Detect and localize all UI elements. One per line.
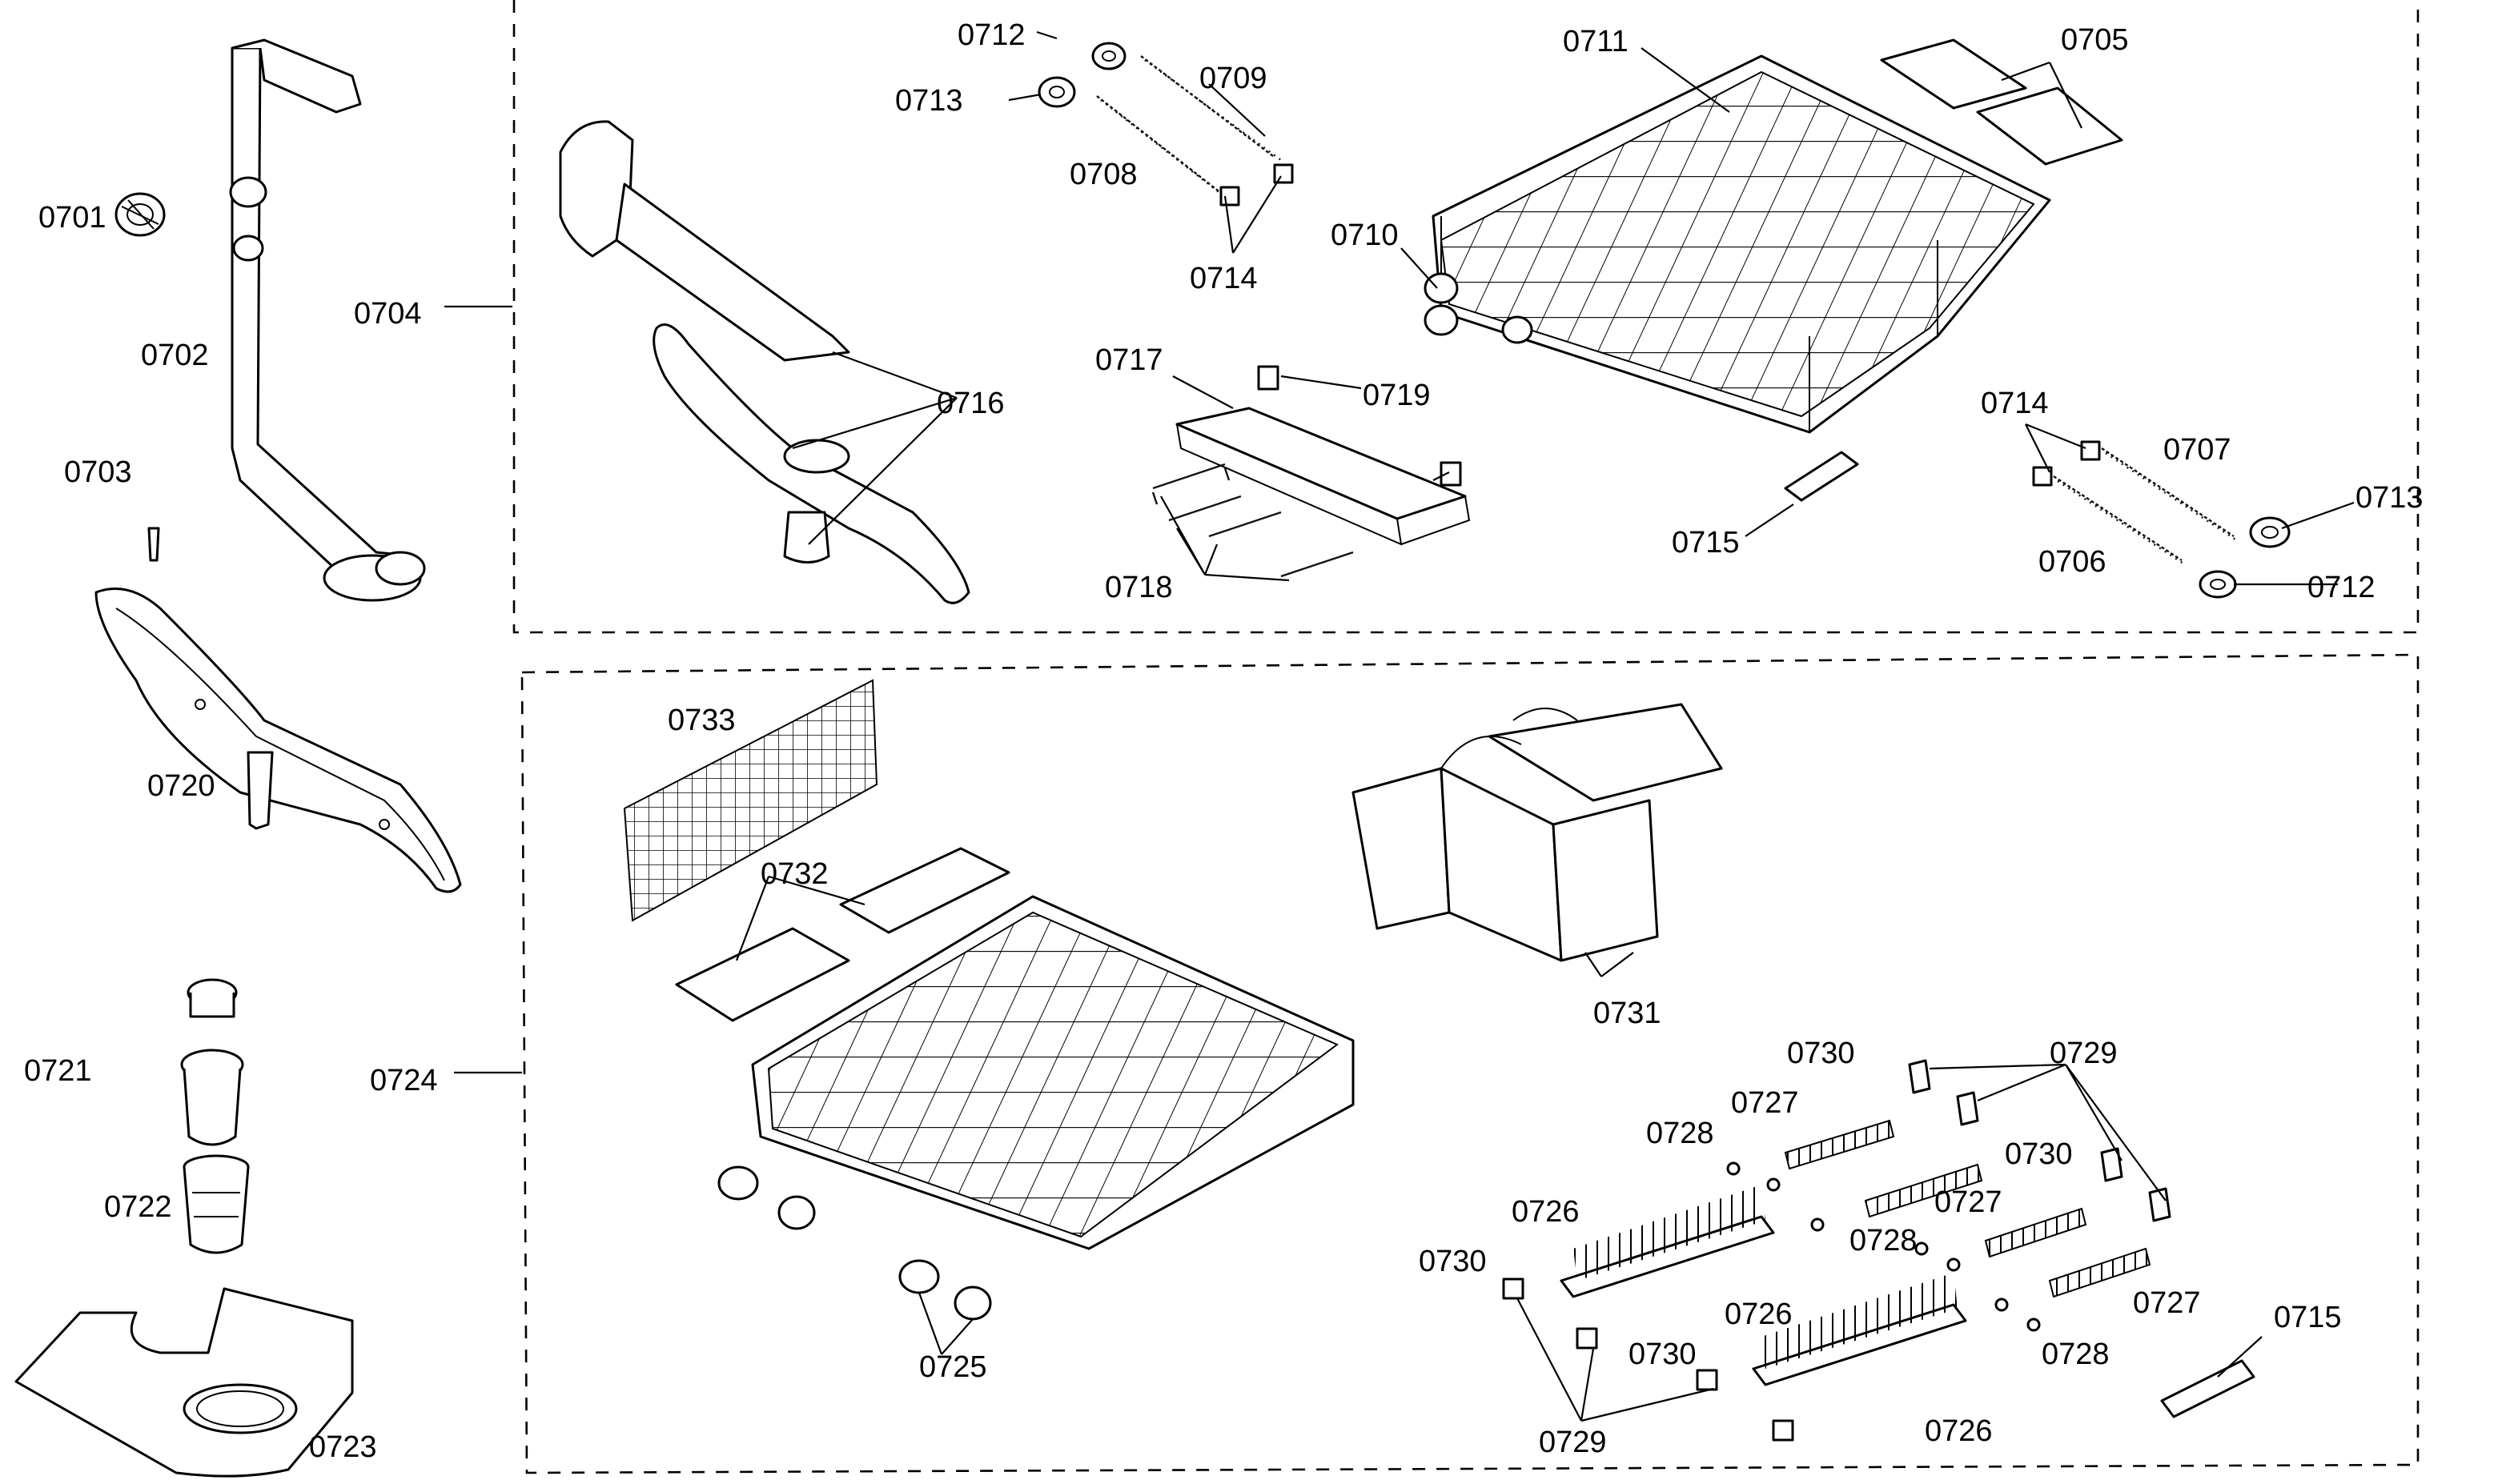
callout-0718: 0718 xyxy=(1105,571,1173,604)
part-0715-handle-lower[interactable] xyxy=(2160,1359,2255,1418)
callout-0728-c: 0728 xyxy=(2042,1338,2110,1371)
callout-0725: 0725 xyxy=(919,1350,987,1384)
part-0722-microfilter[interactable] xyxy=(183,1154,250,1254)
callout-0701: 0701 xyxy=(38,201,106,235)
part-0712-bearing-lower[interactable] xyxy=(2199,570,2237,599)
callout-0713-lower: 0713 xyxy=(2355,481,2424,515)
callout-0727-c: 0727 xyxy=(2133,1286,2201,1320)
callout-0714-upper: 0714 xyxy=(1190,262,1258,295)
callout-0704: 0704 xyxy=(354,297,422,331)
callout-0712-upper: 0712 xyxy=(958,18,1026,52)
part-0715-handle-upper[interactable] xyxy=(1784,451,1859,502)
callout-0726-c: 0726 xyxy=(1925,1414,1993,1448)
callout-0730-c: 0730 xyxy=(1419,1245,1487,1278)
callout-0729-a: 0729 xyxy=(2050,1037,2118,1070)
callout-0705: 0705 xyxy=(2061,23,2129,57)
part-0710-rack-wheels[interactable] xyxy=(1424,272,1533,344)
callout-0726-a: 0726 xyxy=(1512,1195,1580,1229)
part-0702-supply-tube[interactable] xyxy=(229,38,426,602)
part-0728-clips[interactable] xyxy=(1726,1161,2041,1332)
callout-0720: 0720 xyxy=(147,769,215,803)
callout-0709: 0709 xyxy=(1199,62,1267,95)
callout-0716: 0716 xyxy=(937,387,1005,420)
callout-0714-lower: 0714 xyxy=(1981,387,2049,420)
part-0713-bearing-upper[interactable] xyxy=(1038,76,1076,108)
callout-0721: 0721 xyxy=(24,1054,92,1088)
callout-0708: 0708 xyxy=(1070,158,1138,191)
part-lower-rack[interactable] xyxy=(751,895,1355,1250)
callout-labels: 0701 0702 0703 0704 0720 0721 0722 0723 … xyxy=(24,18,2424,1464)
part-0714-stops-upper[interactable] xyxy=(1219,163,1294,207)
part-0712-bearing-upper[interactable] xyxy=(1091,42,1126,70)
part-0731-cutlery-basket[interactable] xyxy=(1351,703,1723,962)
callout-0730-a: 0730 xyxy=(1787,1037,1855,1070)
part-0727-tine-rows[interactable] xyxy=(1784,1119,2151,1298)
callout-0717: 0717 xyxy=(1095,343,1163,377)
part-0709-rail[interactable] xyxy=(1140,55,1282,161)
part-0703-screw[interactable] xyxy=(147,527,160,562)
callout-0727-a: 0727 xyxy=(1731,1086,1799,1120)
callout-0728-a: 0728 xyxy=(1646,1117,1714,1150)
part-0716-upper-spray-arm[interactable] xyxy=(559,120,970,604)
callout-0712-lower: 0712 xyxy=(2307,571,2375,604)
part-0713-bearing-lower[interactable] xyxy=(2249,516,2291,548)
callout-0731: 0731 xyxy=(1593,997,1661,1030)
part-0717-shelf[interactable] xyxy=(1175,407,1471,546)
callout-0727-b: 0727 xyxy=(1934,1185,2002,1219)
callout-0729-b: 0729 xyxy=(1539,1426,1607,1459)
callout-0724: 0724 xyxy=(370,1064,438,1097)
callout-0732: 0732 xyxy=(761,857,829,891)
callout-0715-upper: 0715 xyxy=(1672,526,1740,560)
part-0719-shelf-clips[interactable] xyxy=(1257,365,1462,487)
leader-lines xyxy=(444,30,2355,1422)
callout-0733: 0733 xyxy=(668,704,736,737)
part-0733-grid[interactable] xyxy=(623,679,878,922)
callout-0707: 0707 xyxy=(2163,433,2231,467)
part-0714-stops-lower[interactable] xyxy=(2032,440,2101,487)
callout-0722: 0722 xyxy=(104,1190,172,1224)
callout-0710: 0710 xyxy=(1331,219,1399,252)
part-0723-filter-plate[interactable] xyxy=(14,1287,354,1478)
callout-0706: 0706 xyxy=(2038,545,2106,579)
part-0726-tine-rows[interactable] xyxy=(1560,1185,1967,1386)
callout-0711: 0711 xyxy=(1563,25,1628,58)
part-0711-upper-rack[interactable] xyxy=(1432,54,2051,434)
callout-0730-d: 0730 xyxy=(1628,1338,1697,1371)
callout-0702: 0702 xyxy=(141,339,209,372)
part-0725-wheels[interactable] xyxy=(717,1165,992,1321)
callout-0703: 0703 xyxy=(64,455,132,489)
part-0705-cup-shelves[interactable] xyxy=(1880,38,2123,166)
callout-0726-b: 0726 xyxy=(1725,1297,1793,1331)
part-0701-cap[interactable] xyxy=(114,192,166,237)
lower-group-boundary xyxy=(520,653,2420,1474)
callout-0730-b: 0730 xyxy=(2005,1137,2073,1171)
part-0718-shelf-supports[interactable] xyxy=(1151,463,1354,578)
callout-0715-lower: 0715 xyxy=(2274,1301,2342,1334)
part-0706-rail[interactable] xyxy=(2053,475,2187,567)
part-0708-rail[interactable] xyxy=(1096,95,1230,201)
part-0732-racks[interactable] xyxy=(675,847,1010,1022)
part-0720-lower-spray-arm[interactable] xyxy=(94,588,462,893)
upper-group-boundary xyxy=(512,0,2420,634)
callout-0723: 0723 xyxy=(309,1430,377,1464)
callout-0713-upper: 0713 xyxy=(895,84,963,118)
callout-0719: 0719 xyxy=(1363,379,1431,412)
part-0707-rail[interactable] xyxy=(2101,447,2239,542)
part-0721-filter[interactable] xyxy=(180,978,244,1146)
callout-0728-b: 0728 xyxy=(1849,1224,1918,1257)
